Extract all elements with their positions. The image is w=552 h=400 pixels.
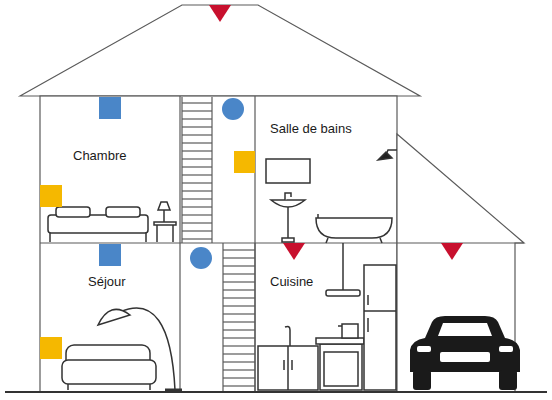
stair-wall [254, 96, 255, 392]
stair-rail [254, 243, 255, 391]
stair-rung [182, 238, 212, 239]
cabinets [258, 326, 318, 390]
sink [271, 193, 305, 242]
stair-rung [182, 102, 212, 103]
stair-rung [223, 273, 255, 274]
car [410, 316, 520, 390]
bathtub [316, 214, 392, 243]
stair-rung [182, 166, 212, 167]
stair-rung [182, 134, 212, 135]
stair-rung [223, 369, 255, 370]
blue-detector [99, 97, 244, 269]
red-detector [209, 5, 463, 260]
ground [5, 391, 547, 393]
stair-rung [182, 214, 212, 215]
stair-rung [182, 182, 212, 183]
bed [48, 207, 148, 242]
garage [397, 134, 524, 392]
range-hood [326, 243, 360, 296]
stair-rung [182, 190, 212, 191]
stair-rail [222, 243, 223, 391]
stair-rung [182, 110, 212, 111]
stair-rung [182, 158, 212, 159]
stair-rung [182, 118, 212, 119]
stair-rung [182, 142, 212, 143]
stair-rung [182, 198, 212, 199]
fridge [364, 265, 396, 390]
floor-lamp [98, 308, 182, 390]
stair-rung [223, 281, 255, 282]
stair-rung [223, 361, 255, 362]
room-label-box: Salle de bains [267, 119, 357, 139]
stair-rung [223, 305, 255, 306]
shower-head [378, 150, 397, 160]
stair-rung [223, 257, 255, 258]
room-name: Salle de bains [270, 121, 354, 137]
armchair [62, 345, 156, 390]
stair-wall [179, 96, 180, 392]
room-label-box: Séjour [85, 272, 131, 292]
stove [316, 324, 364, 390]
stair-rung [223, 249, 255, 250]
stair-rung [223, 353, 255, 354]
mirror [266, 159, 310, 183]
yellow-detector [40, 151, 255, 359]
bedside-lamp [154, 202, 176, 242]
stair-rung [223, 329, 255, 330]
stair-rung [182, 150, 212, 151]
stair-rung [182, 222, 212, 223]
room-name: Chambre [73, 148, 129, 164]
roof [20, 5, 420, 96]
stair-rungs [182, 103, 255, 386]
stair-rung [223, 385, 255, 386]
stair-rung [182, 206, 212, 207]
room-name: Cuisine [270, 274, 316, 290]
stair-rung [223, 377, 255, 378]
room-name: Séjour [88, 274, 128, 290]
stair-rung [182, 174, 212, 175]
stair-rung [223, 265, 255, 266]
stair-rung [223, 337, 255, 338]
stair-rung [182, 126, 212, 127]
stair-rung [182, 230, 212, 231]
stair-rung [223, 297, 255, 298]
stair-rung [223, 321, 255, 322]
stair-rung [223, 313, 255, 314]
house-walls [40, 96, 397, 392]
stair-rung [223, 289, 255, 290]
room-label-box: Chambre [70, 146, 132, 166]
room-label-box: Cuisine [267, 272, 319, 292]
stair-rung [223, 345, 255, 346]
